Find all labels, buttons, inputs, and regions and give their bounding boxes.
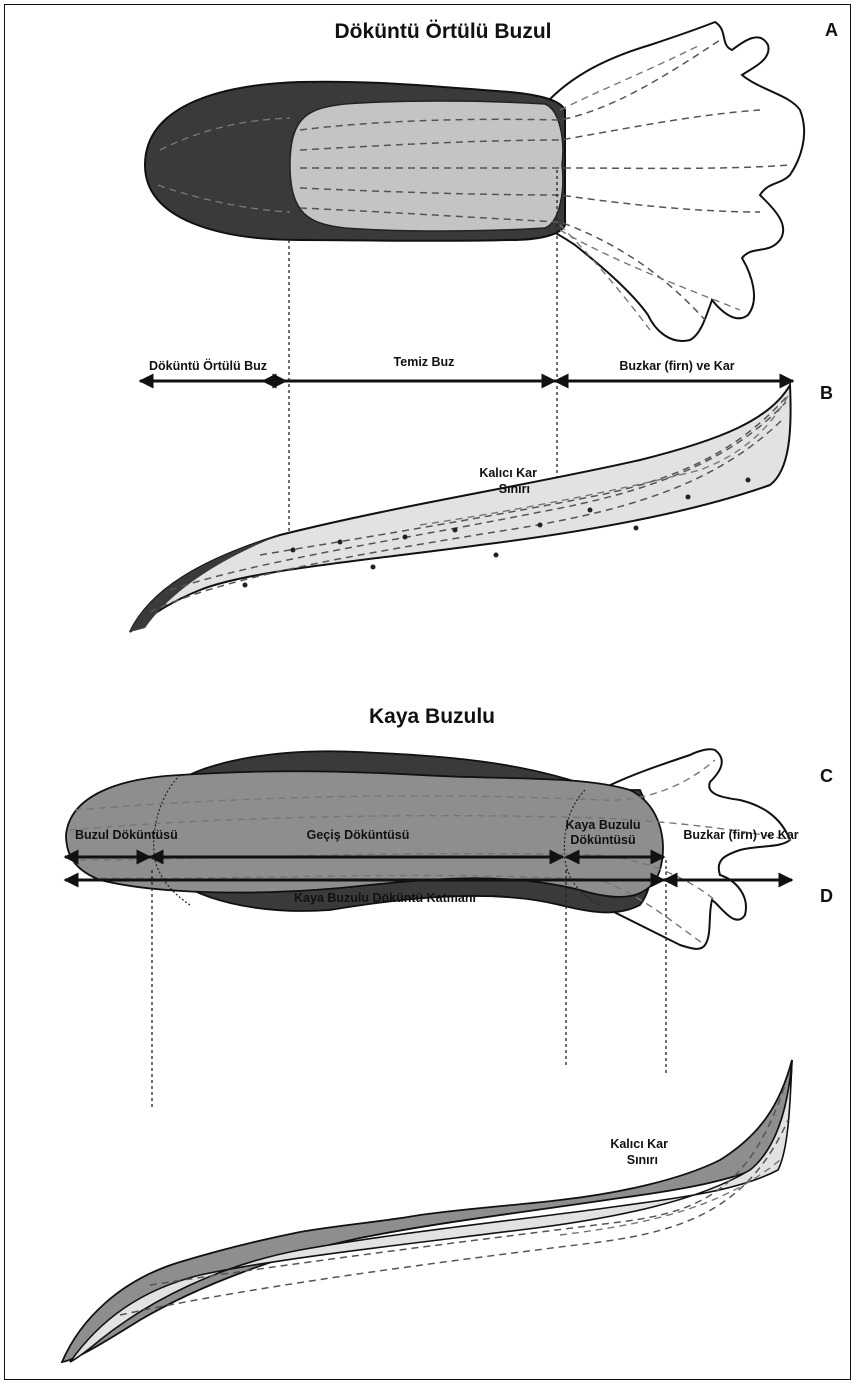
zone-label-rock-glacier-1: Kaya Buzulu	[565, 818, 640, 832]
panel-label-c: C	[820, 766, 833, 786]
zone-label-firn-snow-c: Buzkar (firn) ve Kar	[683, 828, 798, 842]
zone-label-glacial-debris: Buzul Döküntüsü	[75, 828, 178, 842]
snowline-label-c-line2: Sınırı	[627, 1153, 658, 1167]
snowline-label-a-line2: Sınırı	[499, 482, 530, 496]
snowline-label-a-line1: Kalıcı Kar	[479, 466, 537, 480]
title-rock-glacier: Kaya Buzulu	[369, 705, 495, 728]
layer-label-rock-glacier-debris: Kaya Buzulu Döküntü Katmanı	[294, 891, 476, 905]
snowline-label-c-line1: Kalıcı Kar	[610, 1137, 668, 1151]
panel-label-d: D	[820, 886, 833, 906]
panel-label-a: A	[825, 20, 838, 40]
zone-label-rock-glacier-2: Döküntüsü	[570, 833, 635, 847]
zone-label-transition-debris: Geçiş Döküntüsü	[307, 828, 410, 842]
zone-label-firn-snow-a: Buzkar (firn) ve Kar	[619, 359, 734, 373]
profile-b	[130, 385, 791, 632]
zone-label-clean-ice: Temiz Buz	[394, 355, 455, 369]
zone-label-debris-covered-ice: Döküntü Örtülü Buz	[149, 358, 267, 373]
title-debris-covered-glacier: Döküntü Örtülü Buzul	[335, 20, 552, 43]
panel-label-b: B	[820, 383, 833, 403]
accumulation-zone-a	[540, 22, 804, 341]
